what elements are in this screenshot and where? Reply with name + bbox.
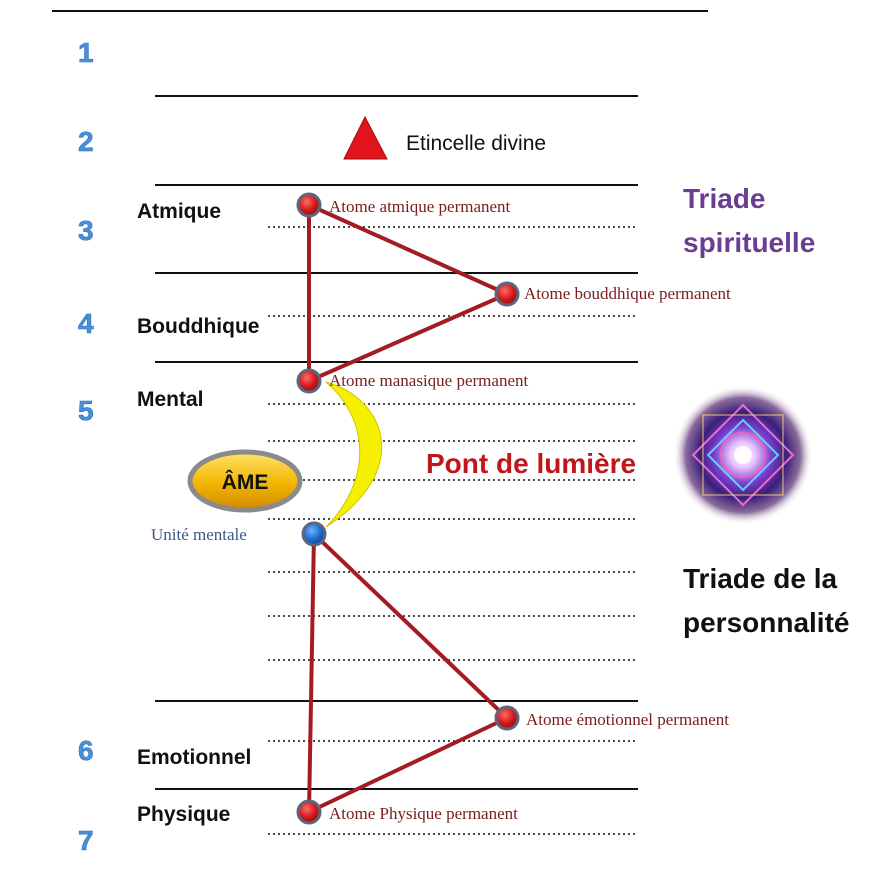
- bridge-of-light-crescent: [325, 381, 383, 528]
- level-number-6: 6: [78, 735, 94, 766]
- plane-label-physique: Physique: [137, 803, 230, 826]
- atom-bouddhique-icon: [494, 281, 520, 307]
- ame-soul-oval: [187, 449, 303, 513]
- personality-triad-title-line2: personnalité: [683, 607, 849, 638]
- atom-atmique-label: Atome atmique permanent: [329, 197, 511, 216]
- plane-label-atmique: Atmique: [137, 200, 221, 223]
- mandala-image: [673, 385, 813, 525]
- personality-triad-triangle: [307, 532, 509, 814]
- mental-unit-icon: [301, 521, 327, 547]
- plane-label-mental: Mental: [137, 388, 204, 411]
- ame-label: ÂME: [222, 470, 269, 494]
- atom-atmique-icon: [296, 192, 322, 218]
- atom-emotionnel-icon: [494, 705, 520, 731]
- bridge-of-light-label: Pont de lumière: [426, 448, 636, 479]
- divine-spark-triangle-icon: [343, 115, 388, 160]
- atom-manasique-icon: [296, 368, 322, 394]
- divine-spark-label: Etincelle divine: [406, 132, 546, 155]
- level-number-5: 5: [78, 395, 94, 426]
- spiritual-triad-title-line1: Triade: [683, 183, 765, 214]
- level-number-3: 3: [78, 215, 94, 246]
- spiritual-triad-triangle: [307, 203, 509, 383]
- atom-bouddhique-label: Atome bouddhique permanent: [524, 284, 731, 303]
- mental-unit-label: Unité mentale: [151, 525, 247, 544]
- atom-manasique-label: Atome manasique permanent: [329, 371, 528, 390]
- personality-triad-title-line1: Triade de la: [683, 563, 837, 594]
- level-number-1: 1: [78, 37, 94, 68]
- plane-label-emotionnel: Emotionnel: [137, 746, 251, 769]
- level-number-7: 7: [78, 825, 94, 856]
- atom-physique-label: Atome Physique permanent: [329, 804, 518, 823]
- level-number-4: 4: [78, 308, 94, 339]
- plane-label-bouddhique: Bouddhique: [137, 315, 259, 338]
- level-number-2: 2: [78, 126, 94, 157]
- atom-emotionnel-label: Atome émotionnel permanent: [526, 710, 729, 729]
- atom-physique-icon: [296, 799, 322, 825]
- spiritual-triad-title-line2: spirituelle: [683, 227, 815, 258]
